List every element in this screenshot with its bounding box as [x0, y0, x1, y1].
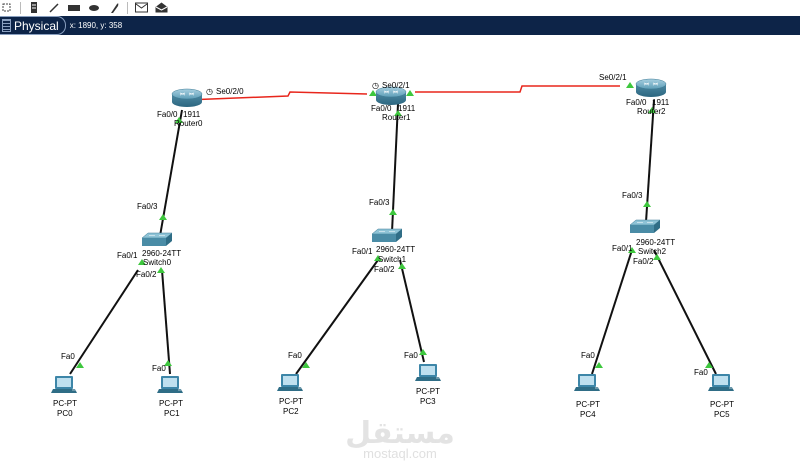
- pc-port-label: Fa0: [61, 352, 75, 361]
- switch-name-label: Switch1: [378, 255, 407, 264]
- toolbar-divider: [127, 1, 128, 14]
- router-model-label: 1911: [652, 98, 670, 107]
- pc-icon: [414, 363, 442, 382]
- pc-model-label: PC-PT: [53, 399, 77, 408]
- workspace-mode-bar: Physical x: 1890, y: 358: [0, 16, 800, 35]
- pc-pc2[interactable]: Fa0 PC-PT PC2: [276, 351, 304, 416]
- router-serial-port-label: Se0/2/1: [599, 73, 627, 82]
- cursor-coordinates: x: 1890, y: 358: [69, 21, 123, 30]
- pc-pc0[interactable]: Fa0 PC-PT PC0: [50, 352, 78, 418]
- switch-switch2[interactable]: Fa0/3 Fa0/1 2960-24TT Switch2 Fa0/2: [612, 191, 675, 266]
- pc-name-label: PC3: [420, 397, 436, 406]
- router-model-label: 1911: [398, 104, 416, 113]
- toolbar-divider: [20, 1, 21, 14]
- pc-icon: [156, 375, 184, 394]
- switch-port1-label: Fa0/1: [612, 244, 633, 253]
- pc-model-label: PC-PT: [416, 387, 440, 396]
- router-fa-port-label: Fa0/0: [626, 98, 647, 107]
- router-router0[interactable]: Fa0/0 1911 Router0 ◷ Se0/2/0: [157, 87, 244, 128]
- switch-switch1[interactable]: Fa0/3 Fa0/1 2960-24TT Switch1 Fa0/2: [352, 198, 415, 274]
- switch-icon: [629, 219, 661, 234]
- router-icon: [171, 88, 203, 108]
- pc-icon: [276, 373, 304, 392]
- router-icon: [635, 78, 667, 98]
- pc-name-label: PC5: [714, 410, 730, 419]
- router-name-label: Router0: [174, 119, 203, 128]
- pc-name-label: PC2: [283, 407, 299, 416]
- serial-link-router1-router2[interactable]: [415, 85, 620, 93]
- pc-name-label: PC4: [580, 410, 596, 419]
- pc-pc5[interactable]: Fa0 PC-PT PC5: [694, 368, 735, 419]
- router-serial-port-label: Se0/2/0: [216, 87, 244, 96]
- switch-switch0[interactable]: Fa0/3 Fa0/1 2960-24TT Switch0 Fa0/2: [117, 202, 181, 279]
- add-pdu-icon[interactable]: [134, 2, 148, 14]
- pc-port-label: Fa0: [581, 351, 595, 360]
- pc-model-label: PC-PT: [576, 400, 600, 409]
- switch-model-label: 2960-24TT: [636, 238, 675, 247]
- clock-icon: ◷: [206, 87, 213, 96]
- drawing-toolbar: [0, 0, 800, 15]
- pc-port-label: Fa0: [694, 368, 708, 377]
- pc-model-label: PC-PT: [159, 399, 183, 408]
- physical-mode-tab[interactable]: Physical: [0, 16, 66, 35]
- link-switch0-pc0[interactable]: [69, 269, 139, 375]
- freehand-icon[interactable]: [107, 2, 121, 14]
- rectangle-icon[interactable]: [67, 2, 81, 14]
- router-serial-port-label: Se0/2/1: [382, 81, 410, 90]
- pc-port-label: Fa0: [404, 351, 418, 360]
- clock-icon: ◷: [372, 81, 379, 90]
- router-fa-port-label: Fa0/0: [371, 104, 392, 113]
- logical-workspace-canvas[interactable]: Fa0/0 1911 Router0 ◷ Se0/2/0 Fa0/0 1911 …: [0, 36, 800, 470]
- router-model-label: 1911: [183, 110, 201, 119]
- link-router0-switch0[interactable]: [159, 109, 183, 237]
- switch-port2-label: Fa0/2: [374, 265, 395, 274]
- watermark-arabic: مستقل: [345, 416, 455, 451]
- link-switch2-pc4[interactable]: [591, 249, 633, 375]
- switch-icon: [371, 228, 403, 243]
- switch-uplink-port-label: Fa0/3: [369, 198, 390, 207]
- switch-port1-label: Fa0/1: [117, 251, 138, 260]
- pc-model-label: PC-PT: [279, 397, 303, 406]
- router-name-label: Router1: [382, 113, 411, 122]
- router-router2[interactable]: Fa0/0 1911 Router2 Se0/2/1: [599, 73, 670, 116]
- pc-model-label: PC-PT: [710, 400, 734, 409]
- serial-link-router0-router1[interactable]: [185, 91, 368, 101]
- pc-icon: [573, 373, 601, 392]
- pc-pc3[interactable]: Fa0 PC-PT PC3: [404, 351, 442, 406]
- physical-mode-icon: [2, 19, 11, 32]
- line-icon[interactable]: [47, 2, 61, 14]
- link-status-indicators: [76, 82, 713, 368]
- link-switch1-pc3[interactable]: [399, 259, 425, 363]
- switch-uplink-port-label: Fa0/3: [137, 202, 158, 211]
- router-router1[interactable]: Fa0/0 1911 Router1 ◷ Se0/2/1: [371, 81, 416, 122]
- switch-icon: [141, 232, 173, 247]
- pc-name-label: PC0: [57, 409, 73, 418]
- pc-pc1[interactable]: Fa0 PC-PT PC1: [152, 364, 184, 418]
- complex-pdu-icon[interactable]: [154, 2, 168, 14]
- link-switch0-pc1[interactable]: [161, 269, 171, 375]
- switch-model-label: 2960-24TT: [142, 249, 181, 258]
- pc-name-label: PC1: [164, 409, 180, 418]
- pc-icon: [50, 375, 78, 394]
- switch-port2-label: Fa0/2: [136, 270, 157, 279]
- watermark-latin: mostaql.com: [363, 446, 437, 461]
- pc-pc4[interactable]: Fa0 PC-PT PC4: [573, 351, 601, 419]
- select-icon[interactable]: [0, 2, 14, 14]
- link-switch1-pc2[interactable]: [295, 259, 379, 375]
- ellipse-icon[interactable]: [87, 2, 101, 14]
- switch-uplink-port-label: Fa0/3: [622, 191, 643, 200]
- pc-port-label: Fa0: [152, 364, 166, 373]
- physical-mode-label: Physical: [14, 18, 59, 33]
- switch-name-label: Switch2: [638, 247, 667, 256]
- router-name-label: Router2: [637, 107, 666, 116]
- switch-port1-label: Fa0/1: [352, 247, 373, 256]
- switch-model-label: 2960-24TT: [376, 245, 415, 254]
- switch-name-label: Switch0: [143, 258, 172, 267]
- switch-port2-label: Fa0/2: [633, 257, 654, 266]
- pc-port-label: Fa0: [288, 351, 302, 360]
- pc-icon: [707, 373, 735, 392]
- link-switch2-pc5[interactable]: [653, 249, 717, 375]
- router-fa-port-label: Fa0/0: [157, 110, 178, 119]
- note-icon[interactable]: [27, 1, 41, 14]
